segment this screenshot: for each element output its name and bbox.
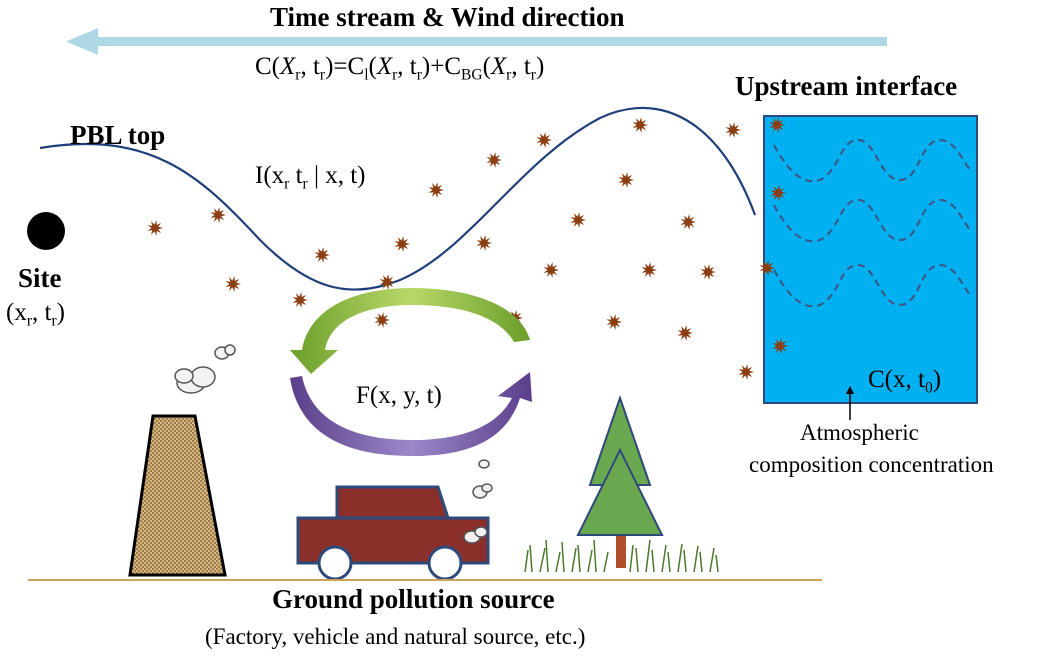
- tree: [524, 394, 719, 573]
- influence-function-label: I(xr tr | x, t): [255, 162, 366, 193]
- particle: [570, 212, 586, 228]
- factory-chimney: [128, 344, 236, 577]
- site-marker: [27, 212, 65, 250]
- car: [296, 459, 493, 581]
- particle: [680, 214, 696, 230]
- particle: [759, 260, 775, 276]
- atmospheric-label-line2: composition concentration: [749, 452, 994, 477]
- particle: [394, 236, 410, 252]
- grass: [524, 539, 719, 573]
- pbl-top-label: PBL top: [70, 120, 166, 150]
- car-wheel-rear: [427, 545, 463, 581]
- particle: [677, 325, 693, 341]
- upstream-interface-box: [763, 115, 978, 404]
- upstream-interface-label: Upstream interface: [735, 71, 958, 101]
- exhaust-puffs: [463, 459, 493, 544]
- concentration-equation: C(Xr, tr)=Cl(Xr, tr)+CBG(Xr, tr): [255, 53, 545, 84]
- ground-source-subtitle: (Factory, vehicle and natural source, et…: [205, 624, 586, 649]
- particle: [738, 364, 754, 380]
- particle: [632, 117, 648, 133]
- diagram-title: Time stream & Wind direction: [270, 2, 625, 32]
- particle: [641, 262, 657, 278]
- particle: [486, 152, 502, 168]
- particle: [725, 122, 741, 138]
- site-coordinates: (xr, tr): [6, 299, 65, 330]
- turbulence-line-1: [773, 138, 971, 183]
- smoke-cloud: [174, 344, 236, 394]
- pbl-top-curve: [39, 106, 757, 291]
- particle: [292, 292, 308, 308]
- particle: [225, 276, 241, 292]
- particle: [536, 132, 552, 148]
- particle: [379, 274, 395, 290]
- particle: [147, 220, 163, 236]
- flux-label: F(x, y, t): [356, 382, 442, 409]
- particle: [314, 247, 330, 263]
- pointer-arrow: [846, 386, 854, 420]
- green-arrow: [290, 288, 530, 374]
- site-label: Site: [18, 263, 62, 293]
- particle: [618, 172, 634, 188]
- ground-source-title: Ground pollution source: [272, 584, 555, 614]
- initial-concentration-label: C(x, t0): [868, 366, 942, 397]
- particles: [147, 117, 788, 380]
- particle: [543, 262, 559, 278]
- particle: [428, 182, 444, 198]
- particle: [772, 338, 788, 354]
- particle: [700, 264, 716, 280]
- atmospheric-label-line1: Atmospheric: [800, 420, 919, 445]
- particle: [770, 185, 786, 201]
- turbulence-line-2: [773, 198, 971, 243]
- particle: [210, 207, 226, 223]
- particle: [476, 235, 492, 251]
- particle: [374, 312, 390, 328]
- turbulence-line-3: [773, 263, 971, 308]
- particle: [606, 314, 622, 330]
- purple-arrow: [290, 372, 532, 456]
- car-wheel-front: [317, 545, 353, 581]
- particle: [769, 117, 785, 133]
- circulation-arrows: [290, 288, 532, 456]
- wind-direction-arrow: [66, 28, 887, 55]
